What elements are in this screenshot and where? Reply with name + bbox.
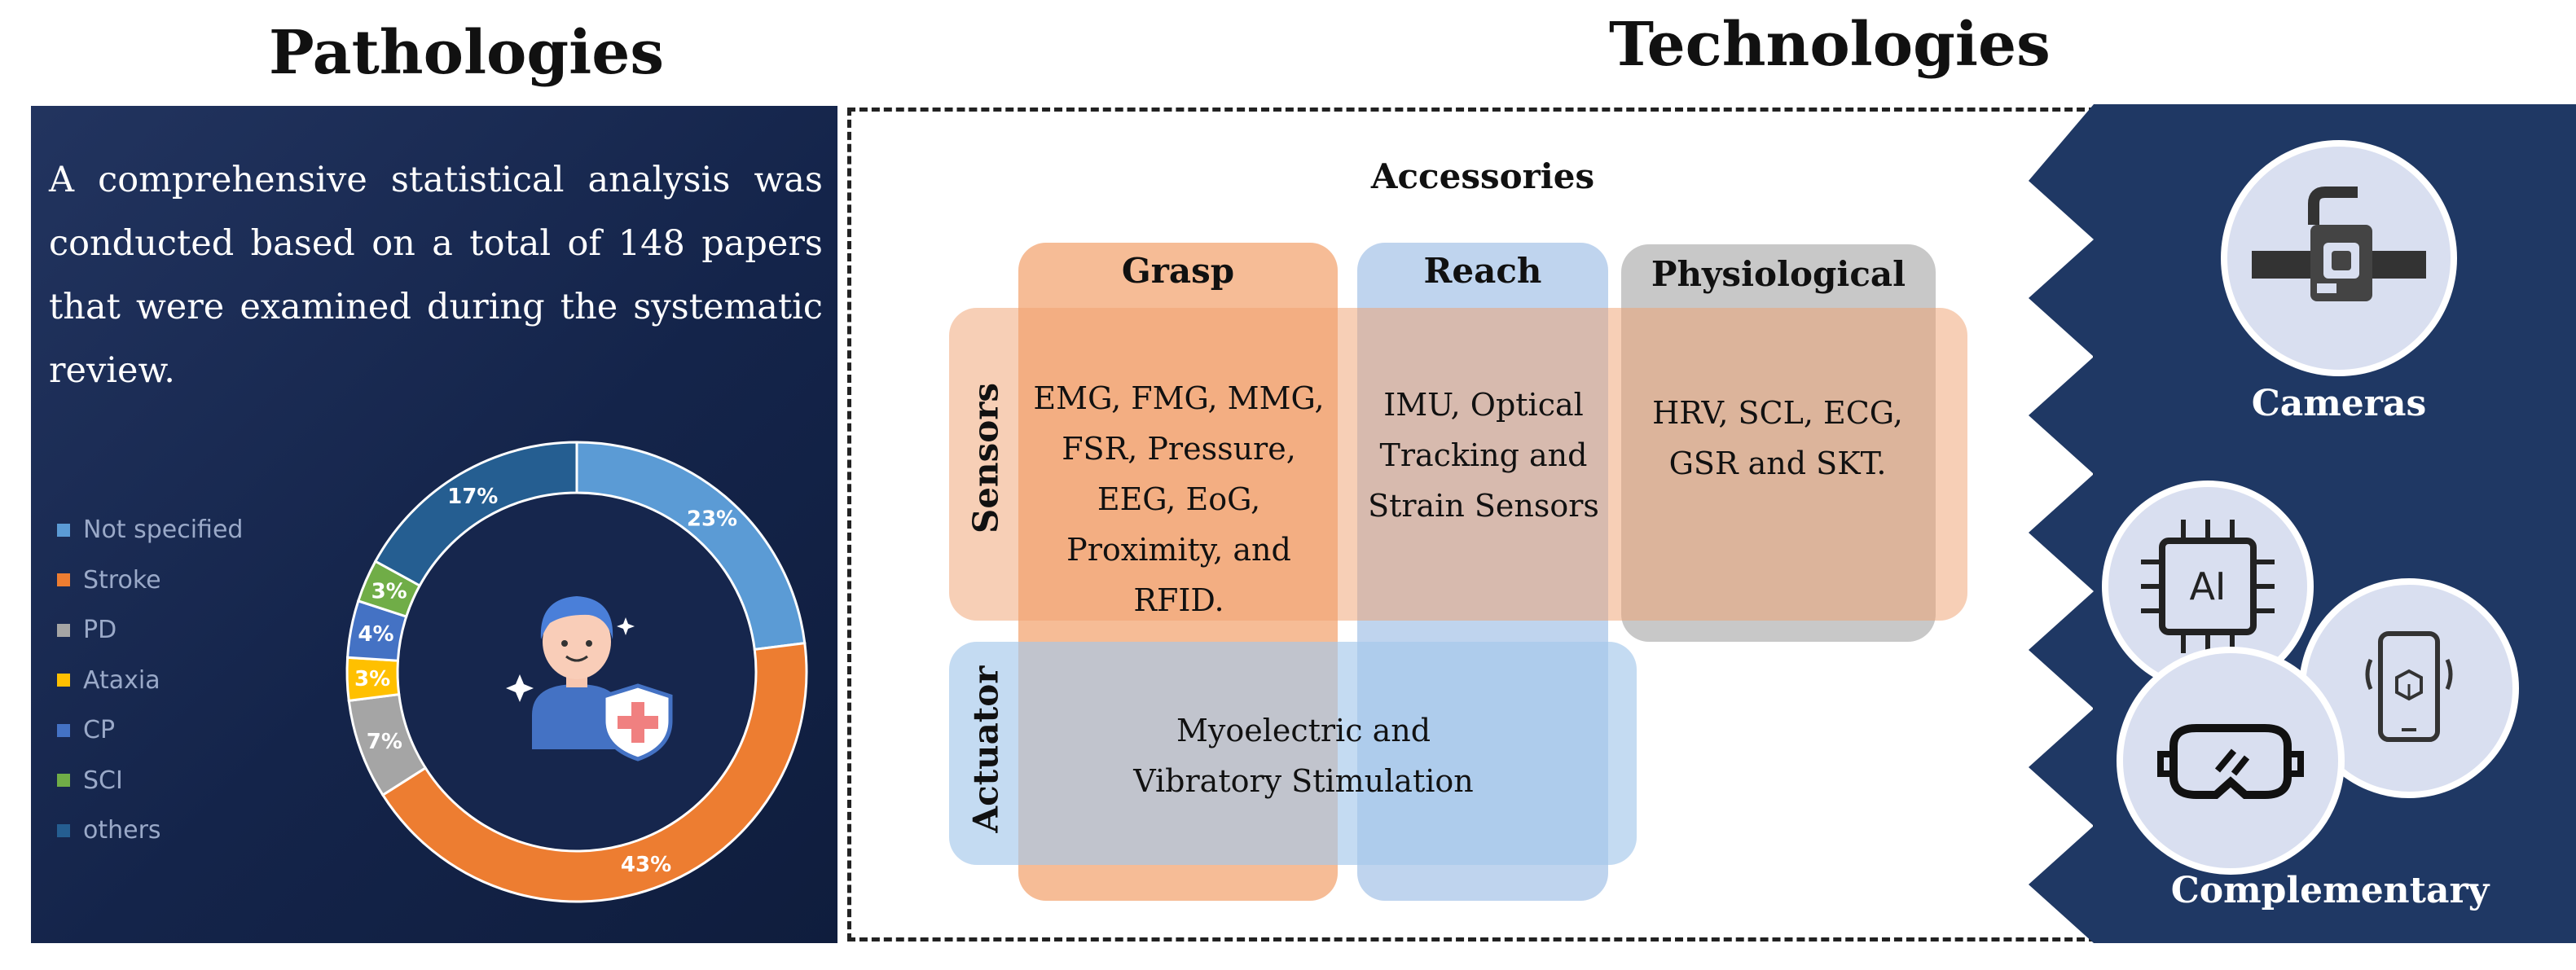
camera-circle (2221, 140, 2457, 376)
legend-item: Stroke (57, 555, 243, 606)
grasp-label: Grasp (1121, 251, 1235, 291)
complementary-label: Complementary (2170, 870, 2490, 911)
legend-label: Stroke (83, 565, 161, 595)
legend-swatch (57, 573, 70, 587)
vr-headset-icon (2157, 724, 2304, 799)
reach-label: Reach (1423, 251, 1542, 291)
camera-strap-icon (2252, 187, 2426, 301)
legend-label: Not specified (83, 516, 244, 545)
donut-data-label: 7% (367, 730, 402, 754)
cameras-label: Cameras (2251, 383, 2427, 424)
reach-sensors-text: IMU, Optical Tracking and Strain Sensors (1368, 387, 1599, 524)
sensors-label: Sensors (965, 382, 1006, 534)
legend-swatch (57, 523, 70, 537)
accessories-label: Accessories (1370, 156, 1595, 196)
donut-data-label: 3% (354, 667, 390, 691)
legend-item: PD (57, 605, 243, 656)
legend-label: SCI (83, 766, 123, 795)
pathologies-panel: A comprehensive statistical analysis was… (31, 106, 837, 943)
legend-swatch (57, 774, 70, 788)
legend-label: Ataxia (83, 665, 160, 695)
donut-data-label: 4% (358, 622, 393, 647)
legend-label: PD (83, 616, 117, 645)
legend-label: CP (83, 716, 116, 745)
legend-item: Not specified (57, 505, 243, 555)
pathology-donut-chart: 23% 43% 7% 3% 4% 3% 17% (345, 441, 808, 903)
legend-label: others (83, 816, 161, 845)
patient-shield-icon (506, 596, 673, 762)
intro-paragraph: A comprehensive statistical analysis was… (49, 160, 823, 391)
actuator-text: Myoelectric and Vibratory Stimulation (1133, 713, 1474, 799)
svg-text:AI: AI (2189, 564, 2226, 608)
actuator-row (949, 642, 1637, 865)
pathologies-heading: Pathologies (269, 18, 665, 88)
donut-data-label: 23% (687, 507, 737, 532)
donut-slice (373, 441, 578, 588)
legend-item: others (57, 805, 243, 856)
donut-slice (380, 641, 808, 903)
ar-phone-icon (2365, 631, 2453, 742)
legend-item: CP (57, 705, 243, 756)
legend-swatch (57, 674, 70, 687)
sensors-row (949, 308, 1967, 621)
donut-data-label: 43% (621, 853, 671, 877)
physiological-label: Physiological (1651, 254, 1906, 294)
actuator-label: Actuator (965, 665, 1006, 833)
legend-swatch (57, 823, 70, 837)
grasp-sensors-text: EMG, FMG, MMG, FSR, Pressure, EEG, EoG, … (1033, 380, 1325, 618)
donut-data-label: 3% (371, 579, 407, 604)
legend-swatch (57, 723, 70, 737)
technologies-heading: Technologies (1609, 10, 2051, 80)
legend-swatch (57, 623, 70, 637)
vr-headset-circle (2117, 647, 2345, 875)
legend-item: Ataxia (57, 656, 243, 706)
donut-data-label: 17% (447, 485, 498, 509)
legend-item: SCI (57, 756, 243, 806)
physiological-sensors-text: HRV, SCL, ECG, GSR and SKT. (1652, 395, 1903, 481)
